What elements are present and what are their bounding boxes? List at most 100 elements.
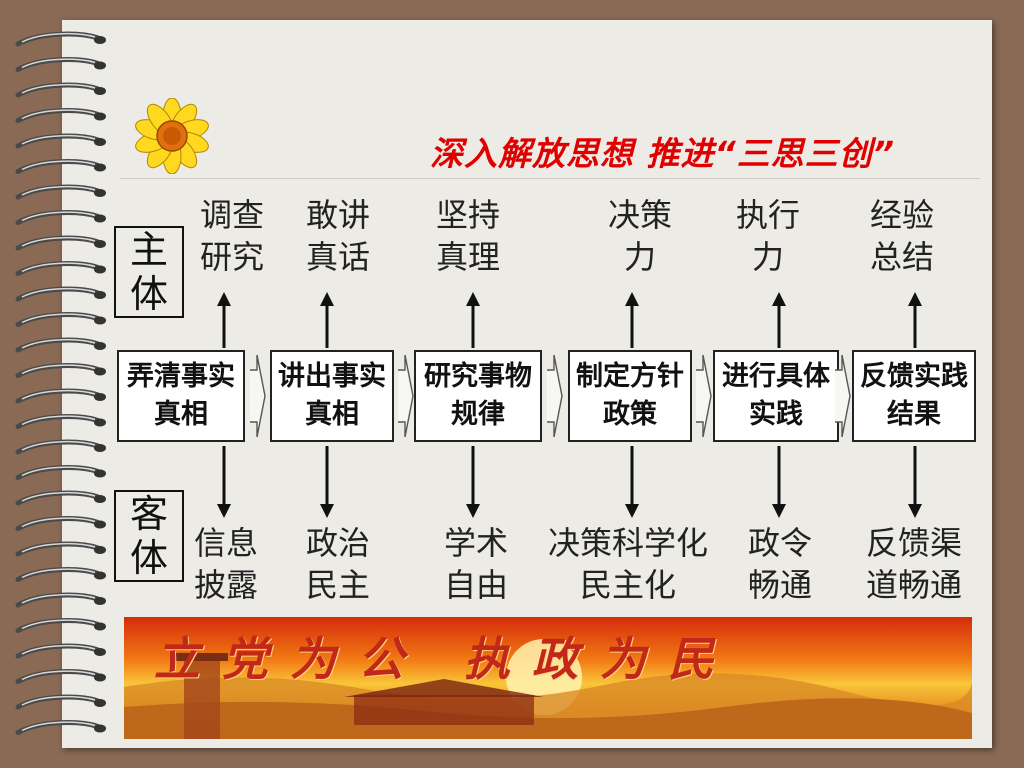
spiral-ring-highlight <box>21 287 96 298</box>
up-arrow-icon-6 <box>908 292 922 348</box>
process-box-4: 制定方针政策 <box>568 350 692 442</box>
spiral-ring-highlight <box>21 619 96 630</box>
subject-label: 主体 <box>114 226 184 318</box>
spiral-hole <box>94 571 106 580</box>
spiral-hole <box>94 495 106 503</box>
object-text-2: 政治民主 <box>305 524 370 604</box>
banner-image: 立党为公 执政为民 <box>124 617 972 739</box>
spiral-ring-highlight <box>21 593 96 604</box>
spiral-ring-highlight <box>21 58 96 69</box>
spiral-hole <box>94 673 106 682</box>
process-box-label-2: 讲出事实真相 <box>278 361 386 430</box>
subject-text-5: 执行力 <box>735 196 800 276</box>
down-arrow-icon-6 <box>908 446 922 518</box>
spiral-hole <box>94 469 106 478</box>
process-box-label-1: 弄清事实真相 <box>127 361 235 430</box>
spiral-hole <box>94 546 106 554</box>
up-arrow-icon-1 <box>217 292 231 348</box>
spiral-ring-highlight <box>21 644 96 655</box>
spiral-ring-highlight <box>21 517 96 528</box>
sunflower-icon <box>135 98 209 174</box>
process-box-label-4: 制定方针政策 <box>576 361 684 430</box>
spiral-hole <box>94 240 106 248</box>
spiral-ring-highlight <box>21 415 96 426</box>
spiral-ring-highlight <box>21 466 96 477</box>
banner-slogan: 立党为公 执政为民 <box>154 632 737 686</box>
process-box-label-5: 进行具体实践 <box>722 361 830 430</box>
spiral-ring-highlight <box>21 491 96 502</box>
banner-landscape <box>124 639 972 739</box>
spiral-ring-highlight <box>21 160 96 171</box>
spiral-hole <box>94 648 106 656</box>
spiral-hole <box>94 138 106 146</box>
spiral-ring-highlight <box>21 211 96 222</box>
process-box-2: 讲出事实真相 <box>270 350 394 442</box>
object-text-4: 决策科学化民主化 <box>547 524 708 604</box>
flow-connector-4 <box>696 354 712 438</box>
spiral-ring-highlight <box>21 83 96 94</box>
spiral-hole <box>94 214 106 223</box>
down-arrow-icon-5 <box>772 446 786 518</box>
object-text-6: 反馈渠道畅通 <box>865 524 962 604</box>
process-box-5: 进行具体实践 <box>713 350 839 442</box>
page-title: 深入解放思想 推进“三思三创” <box>430 134 895 173</box>
process-box-6: 反馈实践结果 <box>852 350 976 442</box>
object-text-5: 政令畅通 <box>747 524 812 604</box>
subject-text-6: 经验总结 <box>869 196 934 276</box>
spiral-hole <box>94 724 106 733</box>
spiral-hole <box>94 699 106 707</box>
up-arrow-icon-4 <box>625 292 639 348</box>
spiral-ring-highlight <box>21 695 96 706</box>
spiral-ring-highlight <box>21 185 96 196</box>
spiral-hole <box>94 265 106 274</box>
spiral-ring-highlight <box>21 389 96 400</box>
spiral-ring-highlight <box>21 568 96 579</box>
subject-text-4: 决策力 <box>607 196 672 276</box>
spiral-ring-highlight <box>21 338 96 349</box>
object-text-3: 学术自由 <box>443 524 508 604</box>
flow-connector-2 <box>398 354 414 438</box>
spiral-hole <box>94 316 106 325</box>
process-box-1: 弄清事实真相 <box>117 350 245 442</box>
spiral-hole <box>94 393 106 401</box>
process-box-label-6: 反馈实践结果 <box>860 361 968 430</box>
spiral-hole <box>94 163 106 172</box>
subject-text-1: 调查研究 <box>199 196 264 276</box>
up-arrow-icon-5 <box>772 292 786 348</box>
spiral-ring-highlight <box>21 134 96 145</box>
title-divider <box>120 178 980 179</box>
spiral-hole <box>94 444 106 452</box>
spiral-ring-highlight <box>21 670 96 681</box>
spiral-hole <box>94 520 106 529</box>
spiral-hole <box>94 418 106 427</box>
up-arrow-icon-3 <box>466 292 480 348</box>
spiral-ring-highlight <box>21 440 96 451</box>
spiral-hole <box>94 622 106 631</box>
spiral-ring-highlight <box>21 364 96 375</box>
spiral-hole <box>94 61 106 70</box>
spiral-ring-highlight <box>21 236 96 247</box>
object-label: 客体 <box>114 490 184 582</box>
spiral-hole <box>94 112 106 121</box>
spiral-hole <box>94 597 106 605</box>
spiral-ring-highlight <box>21 262 96 273</box>
spiral-hole <box>94 291 106 299</box>
spiral-hole <box>94 87 106 95</box>
spiral-ring-highlight <box>21 313 96 324</box>
spiral-ring-highlight <box>21 721 96 732</box>
flow-connector-5 <box>835 354 851 438</box>
spiral-ring-highlight <box>21 109 96 120</box>
spiral-ring-highlight <box>21 542 96 553</box>
spiral-hole <box>94 189 106 197</box>
spiral-hole <box>94 342 106 350</box>
spiral-hole <box>94 36 106 44</box>
spiral-ring-highlight <box>21 32 96 43</box>
subject-text-3: 坚持真理 <box>435 196 500 276</box>
object-text-1: 信息披露 <box>193 524 258 604</box>
process-box-3: 研究事物规律 <box>414 350 542 442</box>
spiral-hole <box>94 367 106 376</box>
down-arrow-icon-3 <box>466 446 480 518</box>
down-arrow-icon-4 <box>625 446 639 518</box>
down-arrow-icon-2 <box>320 446 334 518</box>
process-box-label-3: 研究事物规律 <box>424 361 532 430</box>
